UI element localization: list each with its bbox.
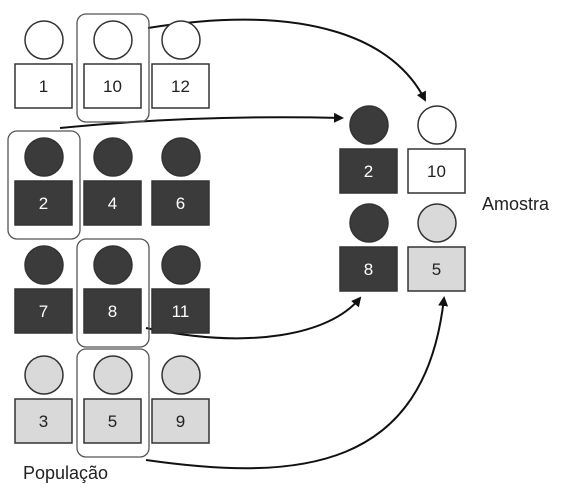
sample-member-2-number: 2 (364, 162, 373, 181)
population-member-11-number: 11 (172, 302, 190, 321)
population-member-2-number: 2 (39, 194, 48, 213)
population-member-5-box (83, 398, 142, 444)
sample-member-8-circle (349, 203, 389, 243)
population-member-8-number: 8 (108, 302, 117, 321)
population-member-1-circle (24, 20, 64, 60)
sample-member-10-circle (417, 105, 457, 145)
population-member-6-number: 6 (176, 194, 185, 213)
population-member-2-circle (24, 137, 64, 177)
arrow-8-to-sample (145, 296, 362, 340)
population-label: População (23, 463, 108, 483)
population-member-12-number: 12 (171, 77, 190, 96)
population-member-1-box (14, 63, 73, 109)
population-member-2-box (14, 180, 73, 226)
population-member-3-box (14, 398, 73, 444)
sample-member-10-box (407, 148, 466, 194)
population-member-5-number: 5 (108, 412, 117, 431)
population-member-2-selection-frame (7, 130, 81, 240)
sample-member-2-circle (349, 105, 389, 145)
population-member-9-number: 9 (176, 412, 185, 431)
population-member-9-circle (161, 355, 201, 395)
population-member-4-number: 4 (108, 194, 117, 213)
population-member-4-box (83, 180, 142, 226)
population-member-3-circle (24, 355, 64, 395)
population-member-5-circle (93, 355, 133, 395)
population-member-6-box (151, 180, 210, 226)
sample-group: 2 10 8 5 (339, 105, 466, 292)
sample-member-10-number: 10 (427, 162, 446, 181)
arrow-2-to-sample (59, 112, 344, 129)
sample-member-8-number: 8 (364, 260, 373, 279)
population-member-9-box (151, 398, 210, 444)
population-member-12-box (151, 63, 210, 109)
population-member-10-box (83, 63, 142, 109)
population-group: 1 10 12 2 4 6 7 8 11 3 5 9 (7, 13, 210, 458)
population-member-8-circle (93, 245, 133, 285)
population-member-7-number: 7 (39, 302, 48, 321)
population-member-11-box (151, 288, 210, 334)
population-member-8-box (83, 288, 142, 334)
population-member-7-box (14, 288, 73, 334)
sample-member-5-circle (417, 203, 457, 243)
population-member-10-selection-frame (76, 13, 150, 123)
population-member-6-circle (161, 137, 201, 177)
population-member-7-circle (24, 245, 64, 285)
population-member-1-number: 1 (39, 77, 48, 96)
arrow-10-to-sample (147, 18, 426, 102)
population-member-4-circle (93, 137, 133, 177)
sample-label: Amostra (482, 194, 550, 214)
population-member-12-circle (161, 20, 201, 60)
population-member-10-circle (93, 20, 133, 60)
arrow-5-to-sample (145, 296, 449, 470)
sample-member-8-box (339, 246, 398, 292)
population-member-8-selection-frame (76, 238, 150, 348)
population-member-11-circle (161, 245, 201, 285)
population-member-3-number: 3 (39, 412, 48, 431)
population-member-5-selection-frame (76, 348, 150, 458)
sample-member-5-number: 5 (432, 260, 441, 279)
population-member-10-number: 10 (103, 77, 122, 96)
sample-member-5-box (407, 246, 466, 292)
sample-member-2-box (339, 148, 398, 194)
